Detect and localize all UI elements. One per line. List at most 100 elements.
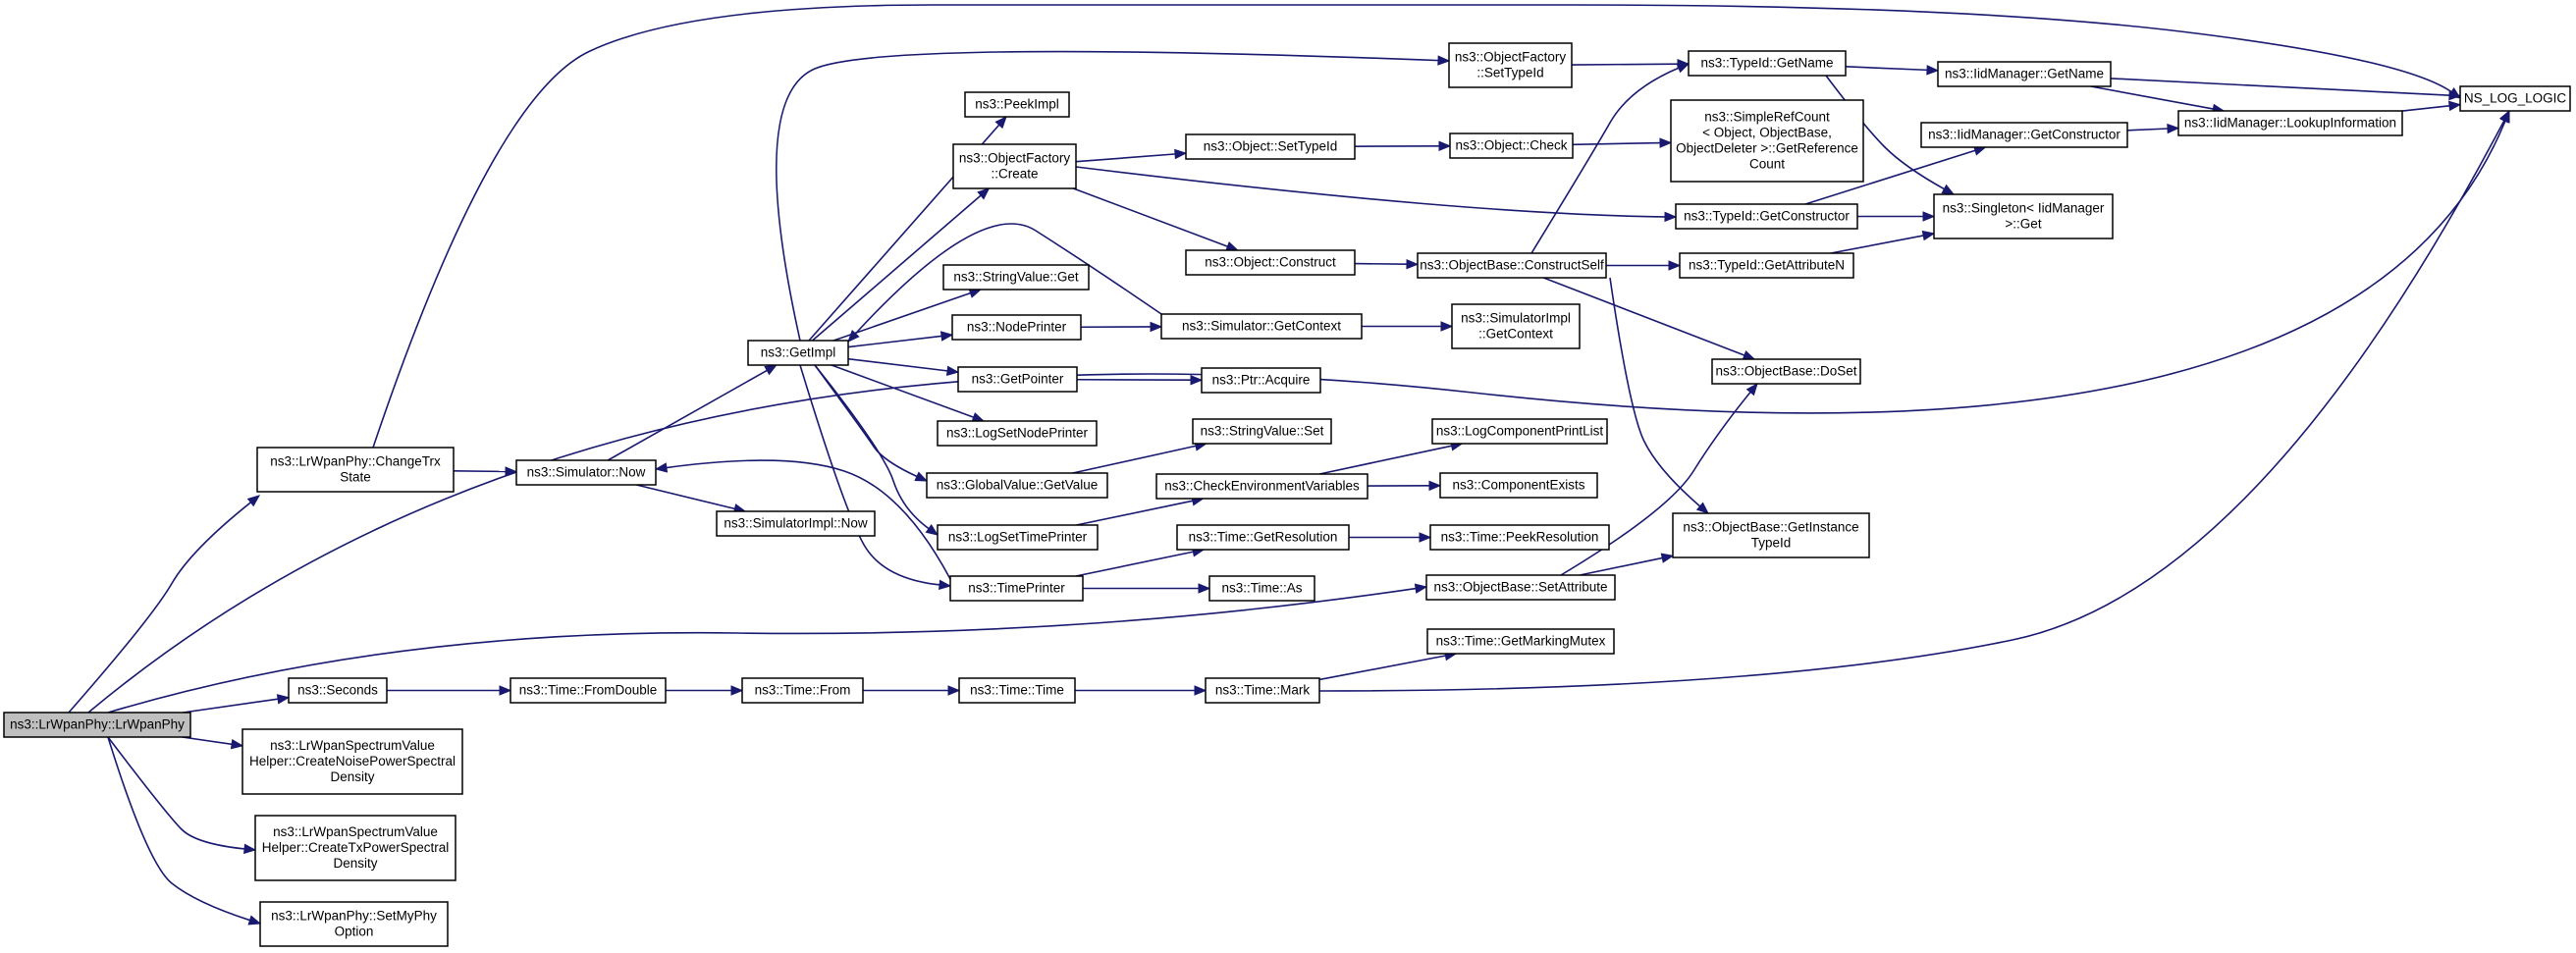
- node-objcheck[interactable]: ns3::Object::Check: [1449, 132, 1574, 159]
- node-createnoise[interactable]: ns3::LrWpanSpectrumValueHelper::CreateNo…: [242, 728, 463, 795]
- node-dosset-label: ns3::ObjectBase::DoSet: [1715, 364, 1856, 379]
- node-simnow-label: ns3::Simulator::Now: [527, 465, 646, 480]
- node-setattribute[interactable]: ns3::ObjectBase::SetAttribute: [1425, 574, 1616, 601]
- edge-line: [799, 364, 941, 586]
- node-timeprinter-box: [949, 575, 1084, 602]
- node-simnow[interactable]: ns3::Simulator::Now: [515, 459, 657, 486]
- node-timemark[interactable]: ns3::Time::Mark: [1205, 677, 1320, 704]
- edge-constructself-to-typeidgetattrn: [1606, 260, 1682, 271]
- node-logsettime[interactable]: ns3::LogSetTimePrinter: [937, 524, 1099, 551]
- edge-arrowhead: [2448, 89, 2462, 101]
- node-getimpl[interactable]: ns3::GetImpl: [747, 340, 849, 366]
- node-dosset[interactable]: ns3::ObjectBase::DoSet: [1711, 358, 1861, 385]
- edge-lookupinfo-to-nslog: [2401, 100, 2462, 112]
- edge-arrowhead: [1668, 260, 1682, 271]
- edge-typeidgetctor-to-singletonget: [1857, 211, 1936, 222]
- node-getpointer-label: ns3::GetPointer: [972, 372, 1064, 387]
- node-fromdouble[interactable]: ns3::Time::FromDouble: [510, 677, 667, 704]
- node-timemark-box: [1205, 677, 1320, 704]
- node-ofcreate[interactable]: ns3::ObjectFactory::Create: [952, 143, 1077, 189]
- edge-simgetcontext-to-getimpl: [847, 223, 1162, 343]
- edge-checkenv-to-compexists: [1367, 480, 1442, 492]
- edge-arrowhead: [1664, 211, 1678, 223]
- node-iidgetname[interactable]: ns3::IidManager::GetName: [1937, 61, 2112, 87]
- node-nslog[interactable]: NS_LOG_LOGIC: [2459, 85, 2571, 112]
- node-simplerefcount-box: [1670, 99, 1864, 183]
- node-getpointer[interactable]: ns3::GetPointer: [957, 366, 1078, 393]
- node-logcompprint[interactable]: ns3::LogComponentPrintList: [1431, 418, 1608, 445]
- node-ofcreate-label: ::Create: [991, 167, 1038, 182]
- node-compexists[interactable]: ns3::ComponentExists: [1439, 472, 1598, 499]
- node-timegetres[interactable]: ns3::Time::GetResolution: [1176, 524, 1350, 551]
- node-simimplnow[interactable]: ns3::SimulatorImpl::Now: [716, 510, 876, 537]
- edge-ofsettypeid-to-typeidgetname: [1571, 58, 1690, 70]
- edge-arrowhead: [847, 329, 860, 343]
- node-objconstruct-box: [1185, 249, 1356, 276]
- node-lookupinfo[interactable]: ns3::IidManager::LookupInformation: [2177, 110, 2403, 136]
- node-seconds[interactable]: ns3::Seconds: [288, 677, 388, 704]
- node-typeidgetctor-box: [1675, 203, 1858, 230]
- node-root[interactable]: ns3::LrWpanPhy::LrWpanPhy: [3, 712, 191, 738]
- node-timepeekres[interactable]: ns3::Time::PeekResolution: [1429, 524, 1610, 551]
- node-createtx-label: ns3::LrWpanSpectrumValue: [273, 824, 438, 839]
- node-timetime-box: [958, 677, 1076, 704]
- node-nodeprinter[interactable]: ns3::NodePrinter: [951, 314, 1082, 341]
- node-getmarkingmutex[interactable]: ns3::Time::GetMarkingMutex: [1426, 628, 1615, 655]
- node-timeas[interactable]: ns3::Time::As: [1208, 575, 1315, 602]
- edge-line: [1845, 66, 1929, 72]
- node-strget-label: ns3::StringValue::Get: [953, 270, 1079, 285]
- node-createnoise-label: Helper::CreateNoisePowerSpectral: [249, 754, 456, 768]
- node-singletonget[interactable]: ns3::Singleton< IidManager>::Get: [1933, 193, 2114, 239]
- node-logsetnode-box: [937, 420, 1098, 447]
- node-checkenv-label: ns3::CheckEnvironmentVariables: [1164, 479, 1360, 494]
- edge-getimpl-to-nodeprinter: [847, 331, 954, 348]
- edge-objsettypeid-to-objcheck: [1354, 140, 1452, 152]
- node-gvgetvalue[interactable]: ns3::GlobalValue::GetValue: [926, 472, 1108, 499]
- node-objsettypeid[interactable]: ns3::Object::SetTypeId: [1185, 133, 1356, 160]
- node-simimplgetctx[interactable]: ns3::SimulatorImpl::GetContext: [1451, 303, 1581, 349]
- node-ofcreate-box: [952, 143, 1077, 189]
- edge-arrowhead: [230, 739, 244, 750]
- edge-arrowhead: [994, 116, 1007, 130]
- node-getimpl-box: [747, 340, 849, 366]
- node-changetrx-label: ns3::LrWpanPhy::ChangeTrx: [270, 454, 441, 469]
- edge-root-to-changetrx: [68, 495, 261, 714]
- edge-changetrx-to-nslog: [372, 4, 2462, 449]
- node-simgetcontext[interactable]: ns3::Simulator::GetContext: [1160, 313, 1363, 340]
- node-createnoise-box: [242, 728, 463, 795]
- node-setmyphy-label: ns3::LrWpanPhy::SetMyPhy: [271, 909, 437, 924]
- node-timetime[interactable]: ns3::Time::Time: [958, 677, 1076, 704]
- node-strget[interactable]: ns3::StringValue::Get: [942, 264, 1090, 291]
- node-ofsettypeid[interactable]: ns3::ObjectFactory::SetTypeId: [1448, 42, 1573, 88]
- node-timeprinter[interactable]: ns3::TimePrinter: [949, 575, 1084, 602]
- node-strset[interactable]: ns3::StringValue::Set: [1192, 418, 1332, 445]
- edge-line: [1804, 149, 1977, 205]
- node-createtx[interactable]: ns3::LrWpanSpectrumValueHelper::CreateTx…: [254, 815, 456, 881]
- node-timefrom[interactable]: ns3::Time::From: [741, 677, 864, 704]
- node-objcheck-box: [1449, 132, 1574, 159]
- node-timegetres-label: ns3::Time::GetResolution: [1189, 530, 1338, 545]
- node-typeidgetattrn[interactable]: ns3::TypeId::GetAttributeN: [1679, 252, 1854, 279]
- node-ptracquire-label: ns3::Ptr::Acquire: [1212, 373, 1311, 388]
- edge-arrowhead: [1150, 321, 1163, 333]
- node-typeidgetname[interactable]: ns3::TypeId::GetName: [1688, 50, 1847, 77]
- node-simplerefcount[interactable]: ns3::SimpleRefCount< Object, ObjectBase,…: [1670, 99, 1864, 183]
- node-ptracquire[interactable]: ns3::Ptr::Acquire: [1201, 367, 1321, 394]
- edge-arrowhead: [246, 495, 261, 507]
- node-peekimpl[interactable]: ns3::PeekImpl: [964, 91, 1070, 118]
- node-typeidgetctor[interactable]: ns3::TypeId::GetConstructor: [1675, 203, 1858, 230]
- node-seconds-box: [288, 677, 388, 704]
- node-iidgetctor[interactable]: ns3::IidManager::GetConstructor: [1920, 122, 2128, 148]
- edge-ofcreate-to-typeidgetctor: [1075, 166, 1678, 223]
- edge-logsettime-to-checkenv: [1076, 496, 1205, 526]
- node-checkenv[interactable]: ns3::CheckEnvironmentVariables: [1155, 473, 1368, 500]
- node-constructself[interactable]: ns3::ObjectBase::ConstructSelf: [1417, 252, 1607, 279]
- node-objconstruct[interactable]: ns3::Object::Construct: [1185, 249, 1356, 276]
- edge-timetime-to-timemark: [1075, 685, 1208, 696]
- edge-root-to-setattribute: [107, 583, 1428, 714]
- node-logsetnode[interactable]: ns3::LogSetNodePrinter: [937, 420, 1098, 447]
- node-iidgetctor-box: [1920, 122, 2128, 148]
